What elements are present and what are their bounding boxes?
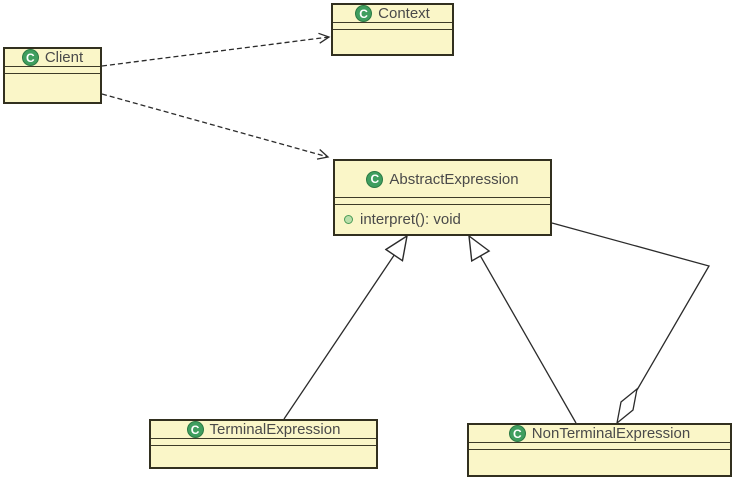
method-label: interpret(): void bbox=[360, 211, 461, 228]
class-client[interactable]: C Client bbox=[3, 47, 102, 104]
class-name: AbstractExpression bbox=[389, 170, 519, 188]
class-icon: C bbox=[366, 170, 384, 188]
class-name: Context bbox=[378, 5, 430, 22]
aggregation-abstractexpression-nonterminalexpression[interactable] bbox=[551, 222, 710, 391]
public-method-icon bbox=[344, 215, 353, 224]
operations-compartment bbox=[5, 73, 100, 80]
class-title-row: C Client bbox=[5, 49, 100, 66]
class-icon: C bbox=[355, 5, 373, 22]
operations-compartment bbox=[151, 445, 376, 452]
dependency-client-abstractexpression[interactable] bbox=[101, 93, 330, 160]
class-abstractexpression[interactable]: C AbstractExpression interpret(): void bbox=[333, 159, 552, 236]
class-name: Client bbox=[44, 49, 84, 66]
class-name: NonTerminalExpression bbox=[531, 425, 691, 442]
operations-compartment bbox=[469, 449, 730, 456]
generalization-nonterminalexpression-abstractexpression[interactable] bbox=[469, 236, 577, 424]
aggregation-diamond-icon bbox=[616, 387, 638, 425]
class-title-row: C NonTerminalExpression bbox=[469, 425, 730, 442]
attributes-compartment bbox=[5, 66, 100, 73]
attributes-compartment bbox=[151, 438, 376, 445]
dependency-client-context[interactable] bbox=[101, 32, 331, 67]
class-nonterminalexpression[interactable]: C NonTerminalExpression bbox=[467, 423, 732, 477]
class-title-row: C Context bbox=[333, 5, 452, 22]
class-title-row: C AbstractExpression bbox=[335, 161, 550, 197]
class-name: TerminalExpression bbox=[209, 421, 341, 438]
class-title-row: C TerminalExpression bbox=[151, 421, 376, 438]
attributes-compartment bbox=[469, 442, 730, 449]
generalization-terminalexpression-abstractexpression[interactable] bbox=[283, 236, 407, 420]
operations-compartment: interpret(): void bbox=[335, 204, 550, 234]
class-context[interactable]: C Context bbox=[331, 3, 454, 56]
attributes-compartment bbox=[333, 22, 452, 29]
attributes-compartment bbox=[335, 197, 550, 204]
operations-compartment bbox=[333, 29, 452, 36]
class-icon: C bbox=[186, 421, 204, 438]
class-terminalexpression[interactable]: C TerminalExpression bbox=[149, 419, 378, 469]
class-icon: C bbox=[21, 49, 39, 66]
class-icon: C bbox=[508, 425, 526, 442]
